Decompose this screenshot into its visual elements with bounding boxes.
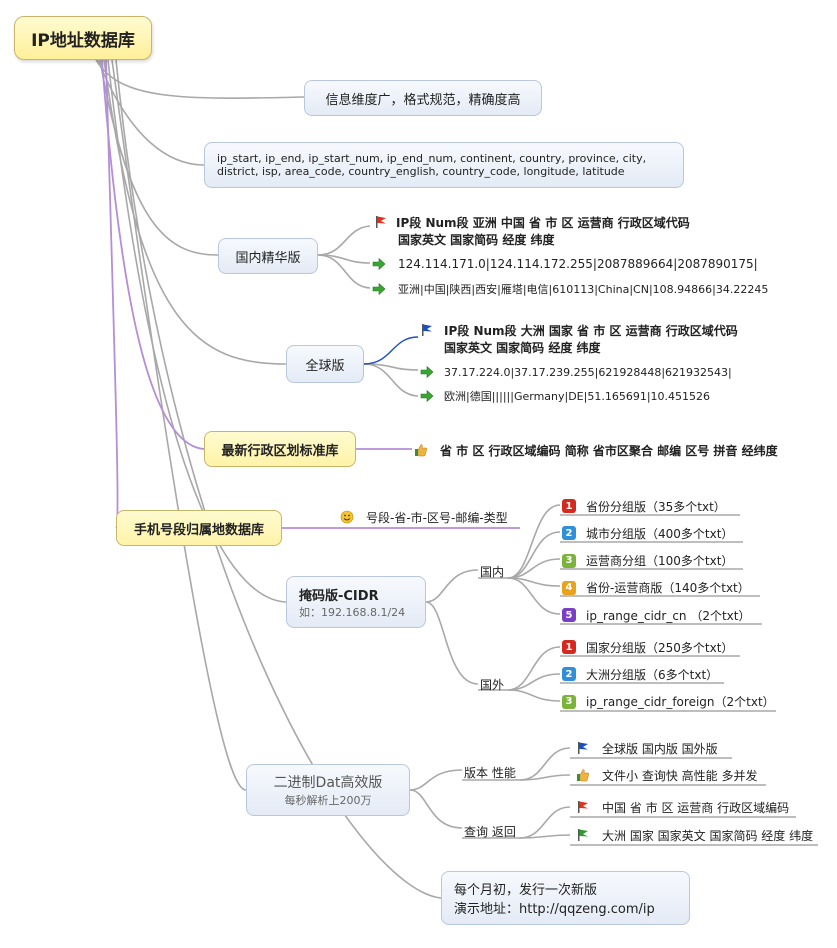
arrow-right-icon <box>372 257 386 271</box>
flag-blue-icon <box>578 742 588 754</box>
domestic-header-line-1: IP段 Num段 亚洲 中国 省 市 区 运营商 行政区域代码 <box>396 215 690 230</box>
cidr-item: 2 城市分组版（400多个txt） <box>562 523 733 543</box>
flag-red-icon <box>376 216 386 228</box>
phone-desc-text: 号段-省-市-区号-邮编-类型 <box>366 510 508 525</box>
cidr-item: 3 ip_range_cidr_foreign（2个txt） <box>562 692 775 712</box>
phone-desc: 号段-省-市-区号-邮编-类型 <box>340 507 508 527</box>
fields-line-1: ip_start, ip_end, ip_start_num, ip_end_n… <box>217 152 647 165</box>
cidr-item-label: ip_range_cidr_foreign（2个txt） <box>586 695 775 710</box>
flag-green-icon <box>578 829 588 841</box>
dat-query-label: 查询 返回 <box>464 825 516 839</box>
root-title: IP地址数据库 <box>31 30 135 51</box>
domestic-header: IP段 Num段 亚洲 中国 省 市 区 运营商 行政区域代码 <box>374 212 690 232</box>
number-badge-icon: 1 <box>562 499 576 513</box>
dat-title: 二进制Dat高效版 <box>273 775 383 791</box>
domestic-node[interactable]: 国内精华版 <box>218 238 318 274</box>
dat-sub: 每秒解析上200万 <box>284 794 372 807</box>
dat-version-1-text: 全球版 国内版 国外版 <box>602 741 718 756</box>
number-badge-icon: 4 <box>562 580 576 595</box>
arrow-right-icon <box>420 365 434 379</box>
global-header: IP段 Num段 大洲 国家 省 市 区 运营商 行政区域代码 <box>420 320 738 340</box>
feature-node[interactable]: 信息维度广，格式规范，精确度高 <box>304 80 542 116</box>
dat-query-1-text: 中国 省 市 区 运营商 行政区域编码 <box>602 800 790 815</box>
dat-query-1: 中国 省 市 区 运营商 行政区域编码 <box>576 797 789 817</box>
release-line-2: 演示地址：http://qqzeng.com/ip <box>454 902 655 917</box>
domestic-row-2-text: 亚洲|中国|陕西|西安|雁塔|电信|610113|China|CN|108.94… <box>398 283 769 296</box>
global-row-1: 37.17.224.0|37.17.239.255|621928448|6219… <box>420 362 732 382</box>
global-header-line-2: 国家英文 国家简码 经度 纬度 <box>444 341 601 355</box>
cidr-title: 掩码版-CIDR <box>299 588 379 604</box>
domestic-row-2: 亚洲|中国|陕西|西安|雁塔|电信|610113|China|CN|108.94… <box>372 279 768 299</box>
dat-query-2-text: 大洲 国家 国家英文 国家简码 经度 纬度 <box>602 828 814 843</box>
domestic-row-1-text: 124.114.171.0|124.114.172.255|2087889664… <box>398 257 758 271</box>
fields-line-2: district, isp, area_code, country_englis… <box>217 165 625 178</box>
dat-node[interactable]: 二进制Dat高效版 每秒解析上200万 <box>246 764 410 816</box>
fields-node[interactable]: ip_start, ip_end, ip_start_num, ip_end_n… <box>204 142 684 188</box>
flag-red-icon <box>578 801 588 813</box>
number-badge-icon: 2 <box>562 667 576 682</box>
admin-title: 最新行政区划标准库 <box>221 443 339 459</box>
cidr-node[interactable]: 掩码版-CIDR 如：192.168.8.1/24 <box>286 576 426 628</box>
cidr-item-label: 省份分组版（35多个txt） <box>586 499 726 514</box>
cidr-item: 4 省份-运营商版（140多个txt） <box>562 578 750 598</box>
thumbs-up-icon <box>415 444 428 457</box>
cidr-foreign-label: 国外 <box>480 678 505 692</box>
global-row-2: 欧洲|德国||||||Germany|DE|51.165691|10.45152… <box>420 386 710 406</box>
cidr-sub: 如：192.168.8.1/24 <box>299 605 406 619</box>
arrow-right-icon <box>372 282 386 296</box>
release-node[interactable]: 每个月初，发行一次新版 演示地址：http://qqzeng.com/ip <box>441 871 690 925</box>
phone-node[interactable]: 手机号段归属地数据库 <box>116 510 282 546</box>
number-badge-icon: 1 <box>562 640 576 654</box>
cidr-item: 2 大洲分组版（6多个txt） <box>562 664 718 684</box>
dat-version-label: 版本 性能 <box>464 766 516 780</box>
cidr-item: 3 运营商分组（100多个txt） <box>562 551 733 571</box>
number-badge-icon: 3 <box>562 694 576 709</box>
dat-query-2: 大洲 国家 国家英文 国家简码 经度 纬度 <box>576 825 813 845</box>
cidr-item-label: 城市分组版（400多个txt） <box>586 526 734 541</box>
global-node[interactable]: 全球版 <box>286 345 364 383</box>
cidr-item: 5 ip_range_cidr_cn （2个txt） <box>562 605 751 625</box>
cidr-item-label: 运营商分组（100多个txt） <box>586 554 734 569</box>
dat-version-1: 全球版 国内版 国外版 <box>576 738 718 758</box>
arrow-right-icon <box>420 389 434 403</box>
number-badge-icon: 3 <box>562 553 576 568</box>
dat-version-2-text: 文件小 查询快 高性能 多并发 <box>602 768 758 783</box>
domestic-header-line-2: 国家英文 国家简码 经度 纬度 <box>398 233 555 247</box>
cidr-item-label: 省份-运营商版（140多个txt） <box>586 581 750 596</box>
phone-title: 手机号段归属地数据库 <box>133 522 264 538</box>
admin-desc-text: 省 市 区 行政区域编码 简称 省市区聚合 邮编 区号 拼音 经纬度 <box>440 443 778 458</box>
global-header-line-1: IP段 Num段 大洲 国家 省 市 区 运营商 行政区域代码 <box>444 323 738 338</box>
number-badge-icon: 5 <box>562 608 576 623</box>
cidr-item-label: 大洲分组版（6多个txt） <box>586 667 719 682</box>
cidr-item-label: 国家分组版（250多个txt） <box>586 640 734 655</box>
global-row-1-text: 37.17.224.0|37.17.239.255|621928448|6219… <box>444 365 732 379</box>
domestic-row-1: 124.114.171.0|124.114.172.255|2087889664… <box>372 254 758 274</box>
cidr-domestic-label: 国内 <box>480 565 505 579</box>
cidr-item: 1 国家分组版（250多个txt） <box>562 637 733 657</box>
global-title: 全球版 <box>305 358 345 374</box>
admin-node[interactable]: 最新行政区划标准库 <box>204 431 356 467</box>
feature-text: 信息维度广，格式规范，精确度高 <box>325 92 521 108</box>
dat-version-2: 文件小 查询快 高性能 多并发 <box>576 765 757 785</box>
number-badge-icon: 2 <box>562 526 576 541</box>
domestic-title: 国内精华版 <box>235 250 301 266</box>
cidr-item-label: ip_range_cidr_cn （2个txt） <box>586 608 751 623</box>
cidr-item: 1 省份分组版（35多个txt） <box>562 496 726 516</box>
global-row-2-text: 欧洲|德国||||||Germany|DE|51.165691|10.45152… <box>444 390 711 403</box>
release-line-1: 每个月初，发行一次新版 <box>454 883 598 898</box>
thumbs-up-icon <box>577 769 590 782</box>
root-node[interactable]: IP地址数据库 <box>14 16 152 60</box>
admin-desc: 省 市 区 行政区域编码 简称 省市区聚合 邮编 区号 拼音 经纬度 <box>414 440 778 460</box>
smiley-icon <box>340 510 354 524</box>
flag-blue-icon <box>422 324 432 336</box>
